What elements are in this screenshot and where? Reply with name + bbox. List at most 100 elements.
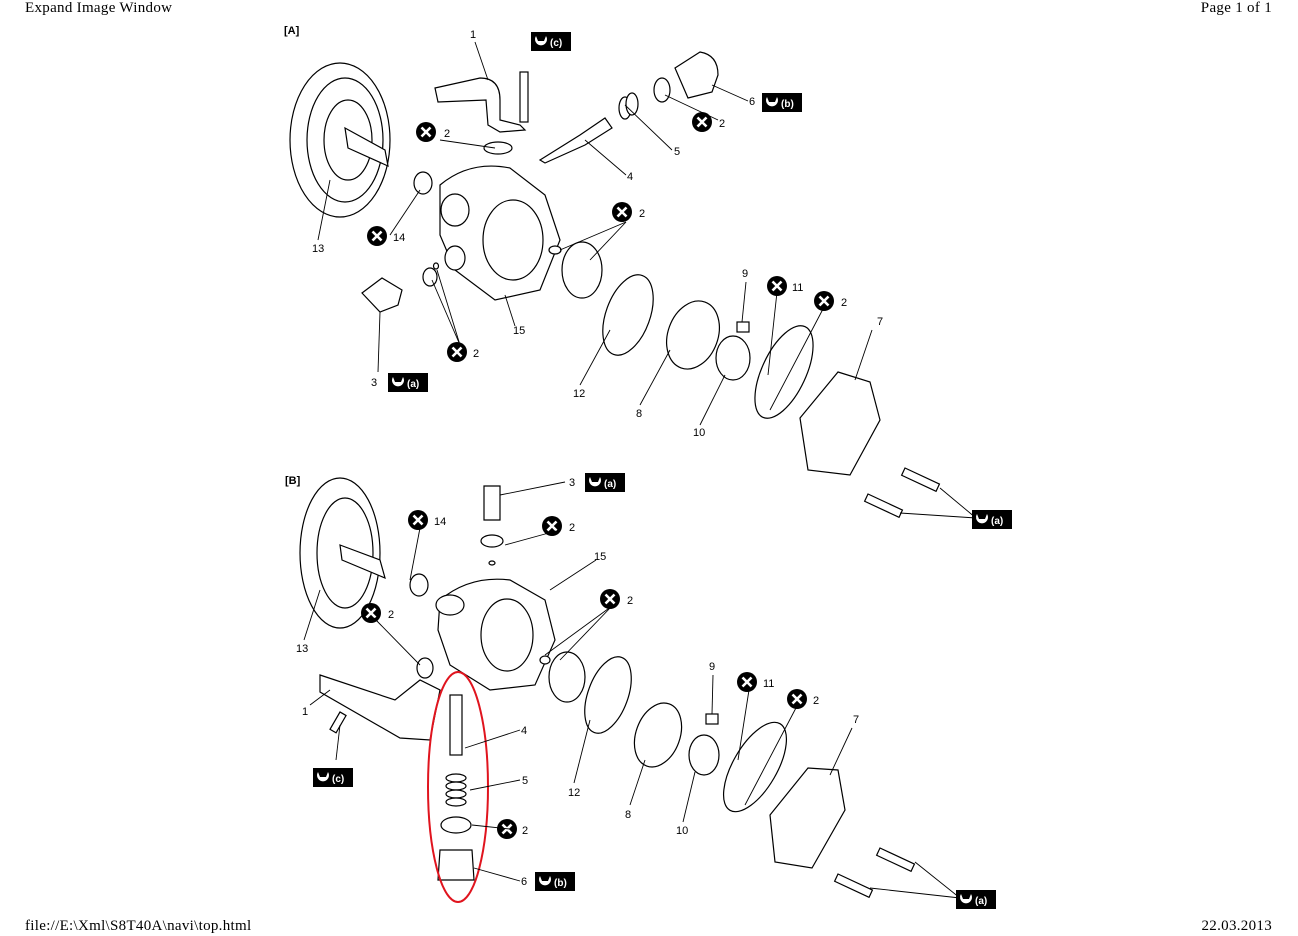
leader-line: [559, 605, 613, 661]
svg-text:(b): (b): [781, 99, 794, 110]
callout-number: 5: [522, 775, 528, 787]
file-path: file://E:\Xml\S8T40A\navi\top.html: [25, 918, 252, 934]
non-reusable-icon: [361, 603, 381, 623]
callout-number: 8: [625, 809, 631, 821]
panel-a-label: [A]: [284, 25, 300, 37]
tighten-torque-badge: (c): [313, 768, 353, 787]
flow-control-valve: [538, 117, 613, 164]
leader-line: [664, 94, 719, 121]
non-reusable-icon: [408, 510, 428, 530]
leader-line: [829, 727, 853, 776]
panel-b-parts: [299, 477, 916, 903]
callout-number: 4: [521, 725, 527, 737]
leader-line: [473, 867, 521, 882]
wrench-icon: [317, 772, 330, 782]
highlight-ellipse: [427, 671, 489, 903]
print-date: 22.03.2013: [1201, 918, 1272, 934]
pressure-switch: [361, 277, 403, 313]
non-reusable-icon: [737, 672, 757, 692]
callout-number: 2: [639, 208, 645, 220]
leader-line: [639, 349, 671, 406]
leader-line: [431, 279, 461, 346]
leader-line: [439, 139, 496, 149]
non-reusable-icon: [692, 112, 712, 132]
wrench-icon: [766, 97, 779, 107]
callout-number: 9: [742, 268, 748, 280]
tighten-torque-badge: (b): [535, 872, 575, 891]
leader-line: [939, 487, 977, 519]
o-ring: [483, 141, 513, 155]
leader-line: [699, 374, 726, 426]
leader-line: [573, 719, 591, 784]
vane: [736, 321, 750, 333]
svg-text:(b): (b): [554, 878, 567, 889]
non-reusable-icon: [612, 202, 632, 222]
callout-number: 9: [709, 661, 715, 673]
connector: [674, 51, 719, 99]
leader-line: [589, 221, 627, 261]
callout-number: 10: [693, 427, 705, 439]
non-reusable-icon: [416, 122, 436, 142]
svg-text:(c): (c): [332, 774, 344, 785]
callout-number: 11: [792, 282, 803, 294]
leader-line: [584, 139, 627, 176]
leader-line: [377, 311, 381, 373]
wrench-icon: [589, 477, 601, 487]
non-reusable-icon: [814, 291, 834, 311]
leader-line: [471, 824, 511, 830]
callout-number: 2: [627, 595, 633, 607]
wrench-icon: [976, 514, 988, 524]
callout-number: 10: [676, 825, 688, 837]
non-reusable-icon: [787, 689, 807, 709]
callout-number: 5: [674, 146, 680, 158]
callout-number: 1: [302, 706, 308, 718]
tighten-torque-badge: (a): [585, 473, 625, 492]
callout-number: 13: [312, 243, 324, 255]
callout-number: 2: [569, 522, 575, 534]
leader-line: [409, 527, 421, 581]
callout-number: 2: [388, 609, 394, 621]
leader-line: [504, 294, 516, 327]
non-reusable-icon: [367, 226, 387, 246]
callout-number: 2: [841, 297, 847, 309]
callout-number: 7: [853, 714, 859, 726]
leader-line: [436, 269, 461, 346]
callout-number: 6: [521, 876, 527, 888]
gasket: [754, 325, 814, 419]
leader-line: [549, 559, 597, 591]
leader-line: [373, 617, 421, 666]
panel-b-label: [B]: [285, 475, 301, 487]
flow-control-valve: [449, 694, 463, 756]
leader-line: [474, 41, 489, 81]
rear-cover: [799, 371, 881, 476]
leader-line: [389, 189, 421, 236]
connector: [437, 849, 475, 881]
callout-number: 13: [296, 643, 308, 655]
svg-text:(a): (a): [991, 516, 1003, 527]
leader-line: [869, 887, 961, 899]
non-reusable-icon: [447, 342, 467, 362]
side-plate: [602, 274, 654, 356]
callout-number: 14: [434, 516, 446, 528]
leader-line: [711, 674, 714, 715]
leader-line: [737, 689, 750, 761]
leader-line: [504, 530, 557, 546]
rotor: [715, 335, 751, 381]
callout-number: 12: [573, 388, 585, 400]
bolt: [519, 71, 529, 123]
callout-number: 3: [371, 377, 377, 389]
leader-line: [769, 308, 824, 411]
leader-line: [559, 221, 627, 251]
callout-number: 2: [522, 825, 528, 837]
callout-number: 2: [473, 348, 479, 360]
callout-number: 7: [877, 316, 883, 328]
tighten-torque-badge: (a): [972, 510, 1012, 529]
leader-line: [899, 512, 977, 519]
inlet-pipe: [434, 77, 527, 133]
leader-line: [711, 84, 749, 102]
non-reusable-icon: [542, 516, 562, 536]
leader-line: [579, 329, 611, 386]
callout-number: 4: [627, 171, 633, 183]
non-reusable-icon: [767, 276, 787, 296]
